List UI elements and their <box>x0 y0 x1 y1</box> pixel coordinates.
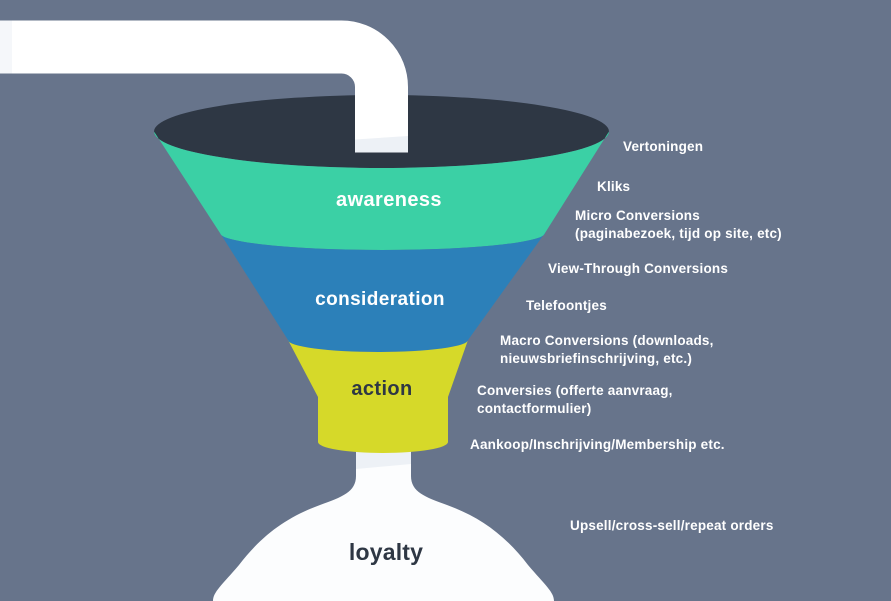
stage-label-consideration: consideration <box>315 289 445 310</box>
stage-label-action: action <box>351 378 413 400</box>
funnel-stage-awareness <box>154 131 609 250</box>
stage-label-awareness: awareness <box>336 189 442 211</box>
annotation-macro-conversions: Macro Conversions (downloads, nieuwsbrie… <box>500 333 714 366</box>
stage-label-loyalty: loyalty <box>348 539 424 565</box>
loyalty-flask <box>213 436 554 601</box>
pipe-segment-shade <box>0 20 12 74</box>
annotation-vertoningen: Vertoningen <box>623 139 704 154</box>
annotation-micro-conversions: Micro Conversions (paginabezoek, tijd op… <box>575 208 782 241</box>
inlet-pipe <box>0 20 408 152</box>
annotation-aankoop: Aankoop/Inschrijving/Membership etc. <box>470 437 725 452</box>
annotation-telefoontjes: Telefoontjes <box>526 298 607 313</box>
funnel-stage-consideration <box>220 233 545 352</box>
pipe-outlet-shade <box>355 136 408 153</box>
annotation-upsell: Upsell/cross-sell/repeat orders <box>570 518 774 533</box>
annotation-view-through-conversions: View-Through Conversions <box>548 261 729 276</box>
annotation-kliks: Kliks <box>597 179 631 194</box>
flask-neck-shade <box>356 448 411 469</box>
funnel-stage-action <box>288 340 468 453</box>
annotation-conversies: Conversies (offerte aanvraag, contactfor… <box>477 383 673 416</box>
